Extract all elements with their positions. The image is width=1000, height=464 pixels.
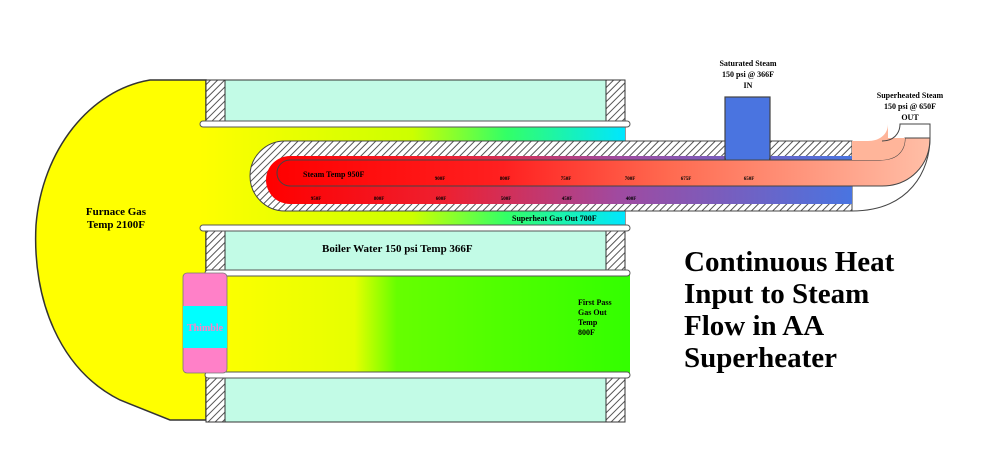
superheated-steam-label-2: 150 psi @ 650F [884,102,936,111]
lower-temp-5: 450F [562,197,573,202]
inlet-to-tube-cover [726,150,769,162]
first-pass-top-wall [204,269,631,277]
superheated-steam-label-3: OUT [901,113,919,122]
saturated-steam-label-2: 150 psi @ 366F [722,70,774,79]
lower-temp-6: 400F [626,197,637,202]
saturated-steam-label-1: Saturated Steam [719,59,776,68]
furnace-gas-label-1: Furnace Gas [86,206,147,218]
lower-temp-1: 950F [311,197,322,202]
upper-temp-1: 900F [435,177,446,182]
lower-temperature-markers: 950F 800F 600F 500F 450F 400F [311,197,637,202]
thimble-core [183,306,227,348]
superheater-outlet-bend [852,124,905,160]
furnace-gas-label-2: Temp 2100F [87,219,145,231]
upper-temp-2: 800F [500,177,511,182]
outlet-bend-wall [851,123,931,212]
title-line-2: Input to Steam [684,278,870,310]
first-pass-bottom-wall [204,371,631,379]
first-pass-label-3: Temp [578,318,598,327]
first-pass-flue [206,273,630,374]
lower-temp-4: 500F [501,197,512,202]
upper-temp-6: 650F [744,177,755,182]
upper-temp-5: 675F [681,177,692,182]
title-line-3: Flow in AA [684,310,825,342]
first-pass-label-1: First Pass [578,298,612,307]
furnace-gas-region [34,79,207,421]
saturated-steam-inlet [724,96,771,160]
first-pass-label-2: Gas Out [578,308,607,317]
superheat-gas-out-label: Superheat Gas Out 700F [512,214,597,223]
title-line-4: Superheater [684,342,838,374]
upper-temp-3: 750F [561,177,572,182]
first-pass-label-4: 800F [578,328,595,337]
lower-temp-3: 600F [436,197,447,202]
title-line-1: Continuous Heat [684,246,895,278]
diagram-title: Continuous Heat Input to Steam Flow in A… [684,246,984,374]
upper-temperature-markers: 900F 800F 750F 700F 675F 650F [435,177,755,182]
upper-temp-4: 700F [625,177,636,182]
boiler-water-label: Boiler Water 150 psi Temp 366F [322,243,473,255]
saturated-steam-label-3: IN [744,81,753,90]
thimble-label: Thimble [187,323,224,334]
lower-temp-2: 800F [374,197,385,202]
steam-temp-label: Steam Temp 950F [303,170,364,179]
superheated-steam-label-1: Superheated Steam [877,91,944,100]
superheater-pass-bottom-wall [199,224,631,232]
superheater-pass-top-wall [199,120,631,128]
